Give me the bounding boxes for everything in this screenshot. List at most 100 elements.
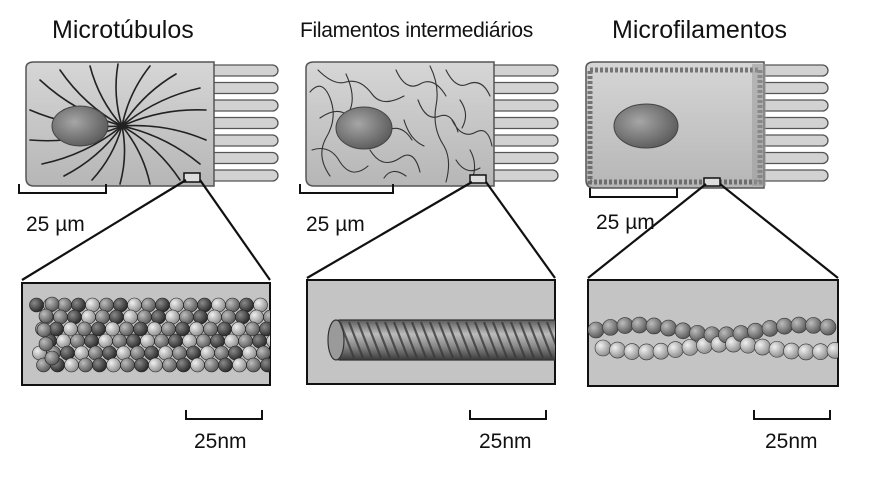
- detail-scale-label: 25nm: [194, 430, 247, 453]
- zoom-line: [719, 183, 839, 279]
- actin-subunit: [609, 341, 626, 359]
- tubulin-subunit: [38, 308, 54, 324]
- microtubule-fiber: [121, 125, 201, 165]
- zoom-line: [306, 181, 473, 279]
- actin-subunit: [631, 316, 648, 334]
- tubulin-subunit: [38, 336, 54, 352]
- zoom-region-marker: [183, 172, 201, 183]
- tubulin-subunit: [92, 357, 107, 373]
- tubulin-subunit: [148, 357, 163, 373]
- microtubule-fiber: [121, 125, 181, 181]
- actin-subunit: [783, 342, 800, 360]
- cell-protrusion: [207, 169, 279, 182]
- microfilament-detail: [587, 279, 839, 387]
- cell-protrusion: [487, 81, 559, 95]
- rope-strand: [383, 321, 401, 359]
- tubulin-subunit: [134, 357, 149, 373]
- tubulin-subunit: [119, 321, 134, 337]
- actin-subunit: [602, 319, 619, 336]
- actin-subunit: [638, 343, 655, 361]
- rope-strand: [527, 321, 545, 359]
- actin-subunit: [819, 318, 837, 336]
- cell-protrusion: [487, 169, 559, 182]
- cell-body: [305, 61, 495, 187]
- actin-subunit: [826, 342, 838, 359]
- microtubule-fiber: [121, 124, 207, 141]
- actin-subunit: [790, 316, 808, 334]
- detail-scale-label: 25nm: [479, 430, 532, 453]
- cell-protrusion: [757, 64, 829, 77]
- rope-strand: [455, 321, 473, 359]
- actin-subunit: [754, 338, 771, 356]
- rope-strand: [500, 321, 518, 359]
- tubulin-subunit: [218, 357, 233, 373]
- microtubule-fiber: [89, 65, 123, 127]
- rope-strand: [464, 321, 482, 359]
- rope-strand: [365, 321, 383, 359]
- actin-subunit: [645, 317, 663, 335]
- rope-strand: [356, 321, 374, 359]
- cell-protrusion: [757, 81, 829, 95]
- detail-scale-bar: [469, 410, 547, 420]
- cell-scale-label: 25 µm: [596, 211, 655, 234]
- detail-scale-bar: [185, 410, 263, 420]
- tubulin-subunit: [106, 357, 121, 373]
- tubulin-subunit: [78, 357, 93, 373]
- cell-scale-bar: [18, 184, 107, 194]
- cell-protrusion: [207, 151, 279, 165]
- zoom-line: [485, 181, 556, 279]
- tubulin-subunit: [266, 334, 270, 348]
- tubulin-subunit: [246, 357, 261, 373]
- tubulin-subunit: [189, 321, 204, 337]
- cell-protrusion: [207, 81, 279, 95]
- tubulin-subunit: [44, 350, 60, 366]
- actin-subunit: [805, 317, 822, 334]
- zoom-line: [21, 179, 187, 281]
- actin-subunit: [667, 341, 684, 358]
- cell-protrusion: [487, 99, 559, 112]
- tubulin-subunit: [77, 321, 92, 337]
- microtubule-fiber: [91, 125, 123, 181]
- twisted-rope-filament: [327, 319, 555, 361]
- cell-protrusion: [487, 116, 559, 130]
- microtubule-fiber: [121, 125, 151, 185]
- microfilament-cell: [585, 61, 829, 189]
- rope-strand: [482, 321, 500, 359]
- actin-subunit: [674, 322, 692, 340]
- tubulin-subunit: [204, 357, 219, 373]
- rope-strand: [446, 321, 464, 359]
- tubulin-subunit: [147, 321, 162, 337]
- microtubule-fiber: [115, 63, 123, 127]
- tubulin-subunit: [49, 321, 64, 337]
- rope-strand: [410, 321, 428, 359]
- intermediate-filament-cell: [305, 61, 559, 187]
- nucleus: [51, 105, 109, 147]
- detail-scale-bars: [185, 410, 831, 420]
- cell-scale-bars: [18, 184, 678, 198]
- actin-subunit: [594, 339, 612, 357]
- actin-subunit: [588, 321, 605, 339]
- microtubule-fibers: [29, 63, 207, 185]
- rope-strand: [491, 321, 509, 359]
- cell-scale-label: 25 µm: [306, 213, 365, 236]
- cell-scale-label: 25 µm: [26, 213, 85, 236]
- rope-strand: [401, 321, 419, 359]
- cell-protrusions: [207, 64, 279, 182]
- cell-protrusion: [757, 151, 829, 165]
- tubulin-subunit: [29, 297, 44, 313]
- tubulin-subunit: [232, 357, 247, 373]
- actin-subunit: [747, 322, 764, 340]
- rope-strand: [437, 321, 455, 359]
- nucleus: [335, 106, 393, 150]
- tubulin-subunit: [63, 321, 78, 337]
- zoom-connector-lines: [21, 179, 839, 281]
- cell-protrusion: [207, 134, 279, 147]
- microtubule-fiber: [119, 125, 126, 185]
- microtubule-cell: [25, 61, 279, 187]
- rope-strand: [473, 321, 491, 359]
- zoom-region-marker: [469, 174, 487, 184]
- rope-strand: [374, 321, 392, 359]
- panel-title-intermediate-filaments: Filamentos intermediários: [300, 19, 533, 42]
- actin-subunit: [768, 340, 786, 358]
- cell-protrusion: [487, 64, 559, 77]
